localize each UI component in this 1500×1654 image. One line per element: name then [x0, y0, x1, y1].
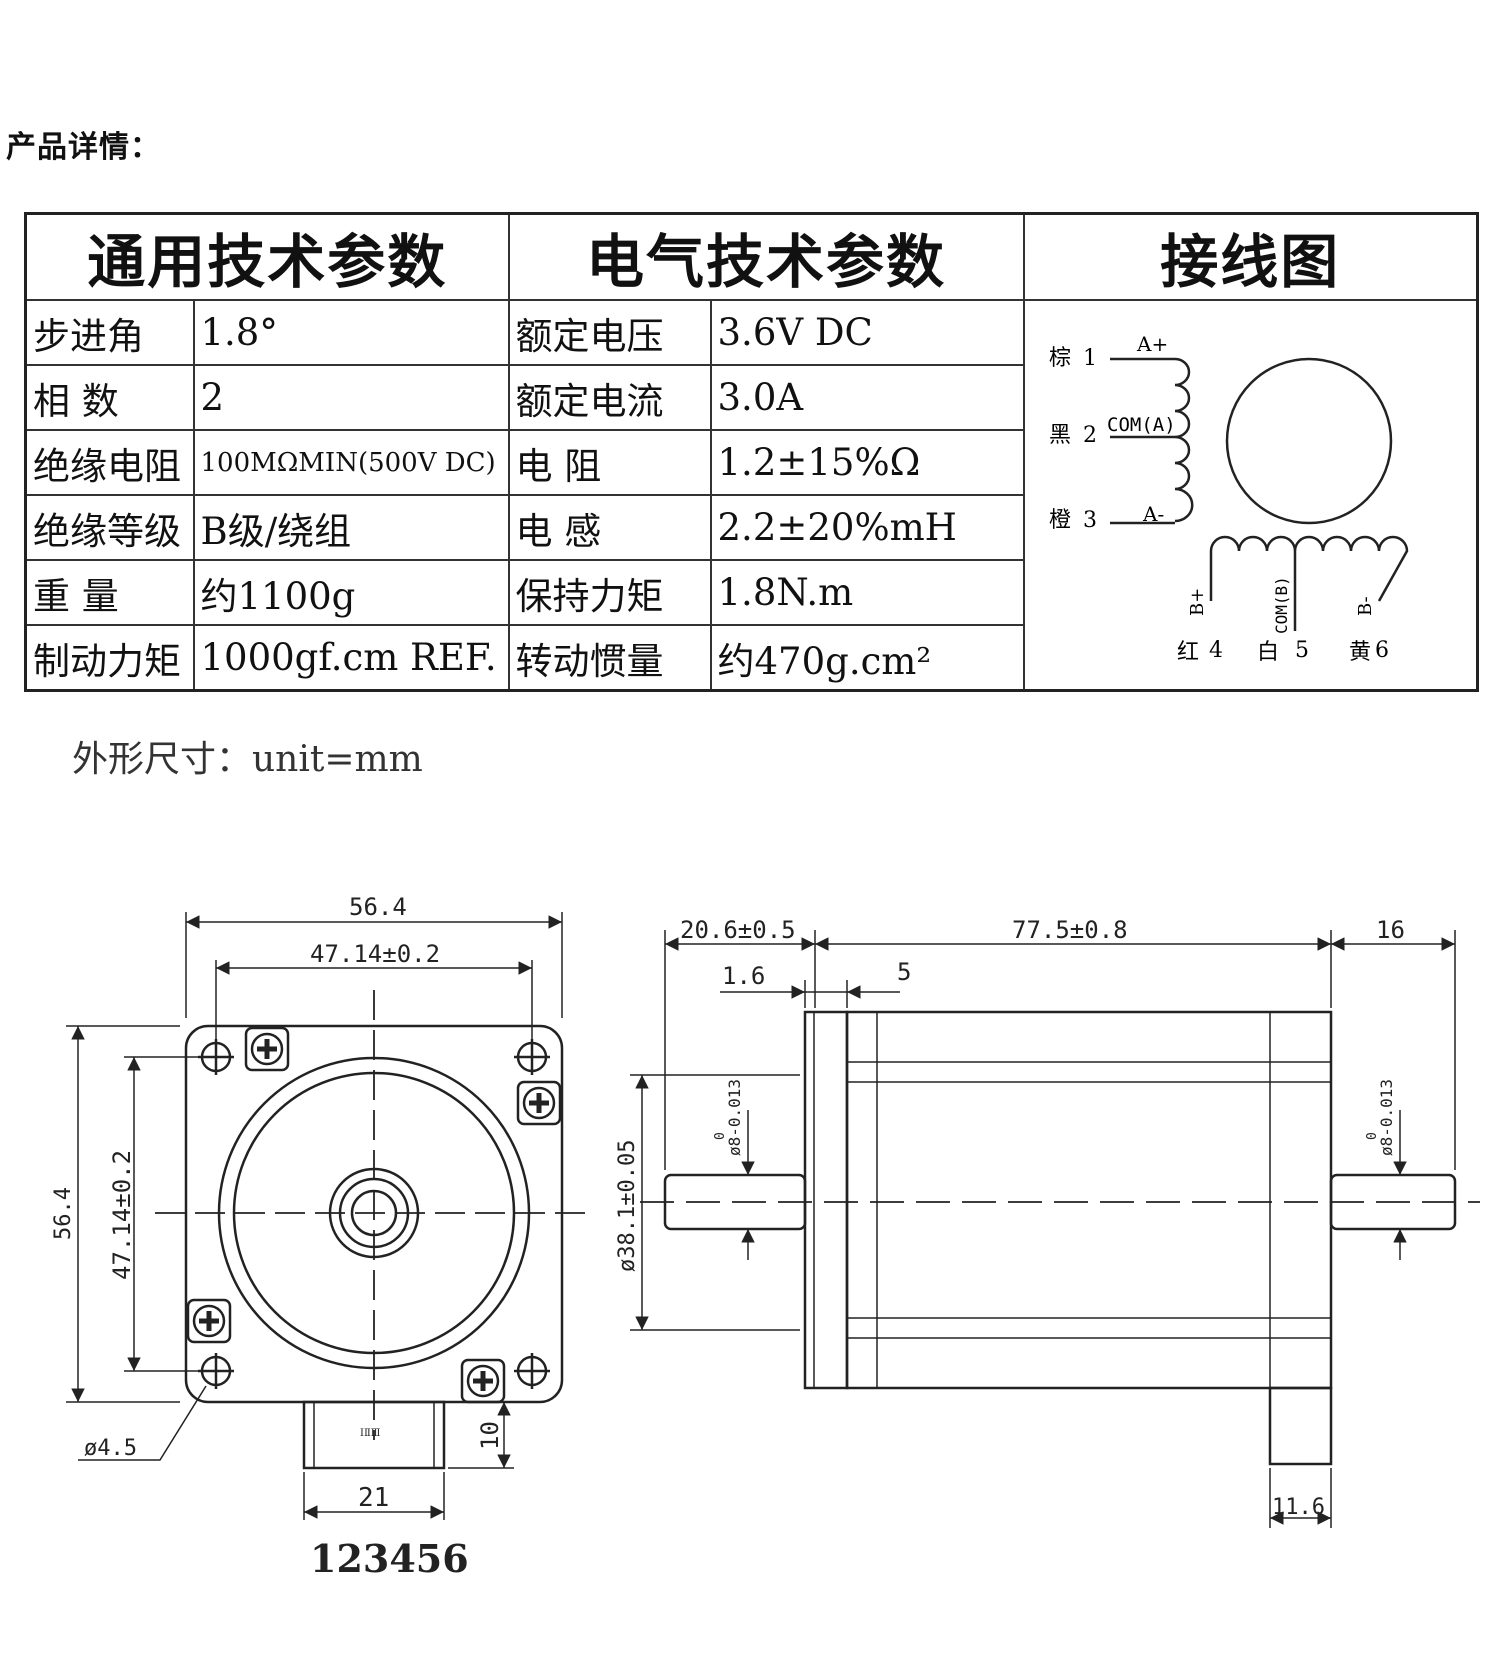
- dim-height-overall: 56.4: [51, 1187, 76, 1240]
- wire6-signal: B-: [1355, 596, 1376, 616]
- dim-connector-w: 11.6: [1272, 1495, 1325, 1520]
- general-value: 1.8°: [192, 299, 510, 366]
- dim-front-shaft-len: 20.6±0.5: [680, 916, 796, 944]
- dim-shaft-dia-front: ø8-0.013: [725, 1079, 744, 1156]
- side-view: [630, 930, 1480, 1528]
- dim-hole-dia: ø4.5: [84, 1436, 137, 1461]
- dim-connector-width: 21: [358, 1483, 389, 1513]
- general-value: 100MΩMIN(500V DC): [192, 429, 510, 496]
- wire2-signal: COM(A): [1107, 414, 1176, 436]
- dim-hole-spacing-h: 47.14±0.2: [310, 940, 440, 968]
- general-value: 1000gf.cm REF.: [192, 624, 510, 692]
- dim-connector-height: 10: [476, 1421, 504, 1450]
- electrical-label: 转动惯量: [507, 624, 712, 692]
- dim-rear-shaft-len: 16: [1376, 916, 1405, 944]
- wire4-color: 红: [1177, 640, 1199, 665]
- dimensions-heading: 外形尺寸：unit=mm: [72, 739, 423, 780]
- electrical-label: 额定电流: [507, 364, 712, 431]
- connector-text: ⅠⅡⅢ: [360, 1428, 381, 1439]
- wire5-signal: COM(B): [1272, 576, 1291, 634]
- wire3-color: 橙: [1049, 508, 1071, 533]
- wire6-num: 6: [1375, 638, 1389, 663]
- general-label: 步进角: [24, 299, 195, 366]
- table-row: 重 量 约1100g 保持力矩 1.8N.m: [24, 559, 1478, 626]
- general-value: 约1100g: [192, 559, 510, 626]
- electrical-params-header: 电气技术参数: [507, 212, 1025, 301]
- wire3-signal: A-: [1142, 502, 1164, 526]
- table-row: 步进角 1.8° 额定电压 3.6V DC 棕: [24, 299, 1479, 692]
- dim-shaft-tol-rear: 0: [1365, 1132, 1380, 1140]
- dim-pilot-dia: ø38.1±0.05: [615, 1140, 640, 1272]
- electrical-value: 1.8N.m: [709, 559, 1025, 626]
- table-row: 绝缘等级 B级/绕组 电 感 2.2±20%mH: [24, 494, 1478, 561]
- electrical-value: 1.2±15%Ω: [709, 429, 1025, 496]
- dim-hole-spacing-v: 47.14±0.2: [108, 1150, 136, 1280]
- general-value: B级/绕组: [192, 494, 510, 561]
- side-view-labels: 20.6±0.5 77.5±0.8 16 1.6 5 ø38.1±0.05 ø8…: [615, 916, 1405, 1520]
- general-value: 2: [192, 364, 510, 431]
- general-label: 绝缘电阻: [24, 429, 195, 496]
- electrical-value: 3.6V DC: [709, 299, 1025, 366]
- dim-flange-thk: 1.6: [722, 962, 765, 990]
- general-label: 重 量: [24, 559, 195, 626]
- wire5-color: 白: [1257, 640, 1279, 665]
- electrical-label: 额定电压: [507, 299, 712, 366]
- general-label: 绝缘等级: [24, 494, 195, 561]
- wire3-num: 3: [1083, 508, 1097, 533]
- dim-body-len: 77.5±0.8: [1012, 916, 1128, 944]
- wire6-color: 黄: [1349, 640, 1371, 665]
- table-row: 绝缘电阻 100MΩMIN(500V DC) 电 阻 1.2±15%Ω: [24, 429, 1478, 496]
- wiring-diagram-cell: 棕 1 A+ 黑 2 COM(A) 橙 3 A- B+ COM(B) B- 红 …: [1022, 299, 1479, 692]
- spec-table: 通用技术参数 电气技术参数 接线图 步进角 1.8° 额定电压 3.6V DC: [24, 212, 1480, 692]
- front-view-labels: 56.4 47.14±0.2 56.4 47.14±0.2 ø4.5 10 21…: [51, 893, 504, 1581]
- wire5-num: 5: [1295, 638, 1309, 663]
- wiring-header: 接线图: [1022, 212, 1479, 301]
- dim-width-overall: 56.4: [349, 893, 407, 921]
- table-row: 相 数 2 额定电流 3.0A: [24, 364, 1478, 431]
- table-row: 制动力矩 1000gf.cm REF. 转动惯量 约470g.cm²: [24, 624, 1478, 692]
- electrical-label: 保持力矩: [507, 559, 712, 626]
- wire1-color: 棕: [1049, 346, 1071, 371]
- general-params-header: 通用技术参数: [24, 212, 510, 301]
- wire2-num: 2: [1083, 423, 1097, 448]
- electrical-value: 3.0A: [709, 364, 1025, 431]
- dim-shaft-tol-front: 0: [713, 1132, 728, 1140]
- dim-boss-len: 5: [897, 958, 911, 986]
- product-details-heading: 产品详情：: [6, 130, 161, 165]
- wire1-num: 1: [1083, 346, 1097, 371]
- wire1-signal: A+: [1136, 332, 1168, 356]
- general-label: 相 数: [24, 364, 195, 431]
- front-view: [66, 912, 595, 1520]
- wire4-signal: B+: [1187, 588, 1208, 616]
- wire4-num: 4: [1209, 638, 1223, 663]
- electrical-label: 电 感: [507, 494, 712, 561]
- general-label: 制动力矩: [24, 624, 195, 692]
- wiring-diagram: 棕 1 A+ 黑 2 COM(A) 橙 3 A- B+ COM(B) B- 红 …: [1049, 332, 1408, 665]
- electrical-label: 电 阻: [507, 429, 712, 496]
- dim-shaft-dia-rear: ø8-0.013: [1377, 1079, 1396, 1156]
- spec-header-row: 通用技术参数 电气技术参数 接线图: [24, 212, 1479, 301]
- electrical-value: 约470g.cm²: [709, 624, 1025, 692]
- wire2-color: 黑: [1049, 423, 1071, 448]
- electrical-value: 2.2±20%mH: [709, 494, 1025, 561]
- connector-pin-label: 123456: [310, 1536, 469, 1581]
